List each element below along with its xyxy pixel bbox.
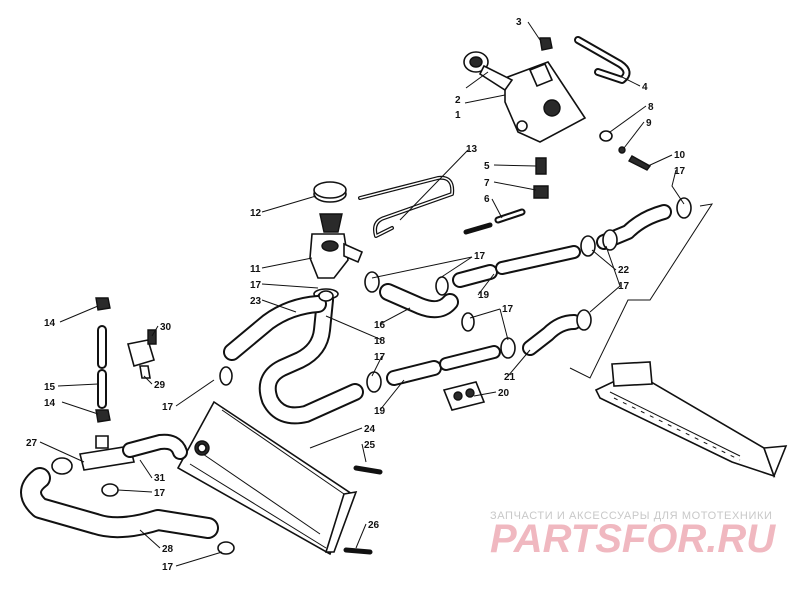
callout-17: 17 xyxy=(374,352,386,363)
callout-7: 7 xyxy=(484,178,490,189)
callout-17: 17 xyxy=(502,304,514,315)
callout-18: 18 xyxy=(374,336,386,347)
callout-5: 5 xyxy=(484,161,490,172)
reservoir-bracket xyxy=(504,61,587,143)
watermark-brand: PARTSFOR.RU xyxy=(490,517,776,561)
callout-6: 6 xyxy=(484,194,490,205)
leader-lines xyxy=(39,21,685,567)
callout-20: 20 xyxy=(498,388,510,399)
hose-28 xyxy=(20,467,219,539)
callout-labels: 1 2 3 4 8 9 10 17 13 5 7 6 12 11 17 23 1… xyxy=(26,17,686,573)
callout-30: 30 xyxy=(160,322,172,333)
callout-10: 10 xyxy=(674,150,686,161)
callout-17: 17 xyxy=(154,488,166,499)
callout-19: 19 xyxy=(478,290,490,301)
callout-2: 2 xyxy=(455,95,461,106)
callout-22: 22 xyxy=(618,265,630,276)
callout-27: 27 xyxy=(26,438,38,449)
callout-8: 8 xyxy=(648,102,654,113)
callout-17: 17 xyxy=(162,562,174,573)
hose-23 xyxy=(223,291,364,425)
hose-22 xyxy=(596,204,672,250)
filler-neck xyxy=(309,233,364,300)
watermark-subtitle: ЗАПЧАСТИ И АКСЕССУАРЫ ДЛЯ МОТОТЕХНИКИ xyxy=(490,510,772,522)
radiator-panel xyxy=(176,400,358,556)
tube-bracket xyxy=(442,381,486,411)
callout-24: 24 xyxy=(364,424,376,435)
washer-and-screw xyxy=(599,130,652,171)
hose-31 xyxy=(122,433,188,460)
drain-valve xyxy=(127,329,157,379)
callout-4: 4 xyxy=(642,82,648,93)
callout-17: 17 xyxy=(674,166,686,177)
watermark: ЗАПЧАСТИ И АКСЕССУАРЫ ДЛЯ МОТОТЕХНИКИ PA… xyxy=(490,510,776,561)
reservoir-fittings xyxy=(463,157,549,235)
tube-19-lower xyxy=(386,345,501,386)
hose-clip-small xyxy=(539,37,553,51)
callout-17: 17 xyxy=(618,281,630,292)
callout-19: 19 xyxy=(374,406,386,417)
breakout-outline xyxy=(569,203,714,379)
callout-11: 11 xyxy=(250,264,261,275)
heat-exchanger xyxy=(594,361,788,479)
callout-28: 28 xyxy=(162,544,174,555)
callout-17: 17 xyxy=(250,280,262,291)
tee-fitting xyxy=(51,435,135,475)
bleeder-screws xyxy=(343,465,383,555)
callout-1: 1 xyxy=(455,110,461,121)
callout-29: 29 xyxy=(154,380,166,391)
callout-26: 26 xyxy=(368,520,380,531)
callout-9: 9 xyxy=(646,118,652,129)
callout-25: 25 xyxy=(364,440,376,451)
callout-31: 31 xyxy=(154,473,166,484)
mounting-rod xyxy=(358,175,455,238)
callout-14: 14 xyxy=(44,398,56,409)
callout-12: 12 xyxy=(250,208,262,219)
hose-21 xyxy=(522,314,582,356)
callout-21: 21 xyxy=(504,372,516,383)
left-hoses xyxy=(95,297,111,423)
hose-16 xyxy=(379,283,459,319)
tube-19-upper xyxy=(452,245,581,288)
overflow-hose xyxy=(574,36,631,84)
radiator-cap xyxy=(313,181,347,233)
callout-16: 16 xyxy=(374,320,386,331)
callout-17: 17 xyxy=(474,251,486,262)
callout-15: 15 xyxy=(44,382,56,393)
callout-13: 13 xyxy=(466,144,478,155)
callout-17: 17 xyxy=(162,402,174,413)
callout-3: 3 xyxy=(516,17,522,28)
callout-23: 23 xyxy=(250,296,262,307)
callout-14: 14 xyxy=(44,318,56,329)
